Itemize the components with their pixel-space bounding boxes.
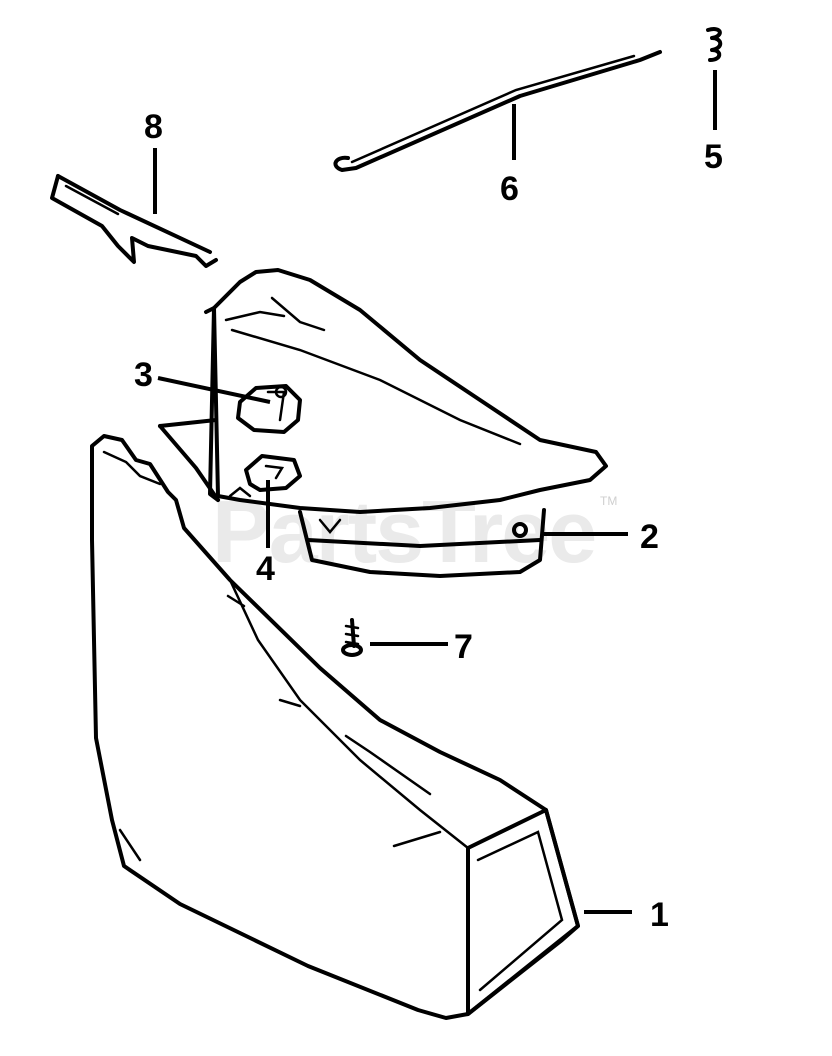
part-8-frame-wire <box>50 174 218 268</box>
part-3-latch-plate <box>236 384 302 434</box>
part-7-bolt <box>341 618 363 657</box>
watermark-trademark: TM <box>600 494 617 508</box>
callout-4: 4 <box>256 550 275 588</box>
callout-3: 3 <box>134 356 153 394</box>
part-1-grass-bag <box>90 434 580 1020</box>
callout-7: 7 <box>454 628 473 666</box>
leader-lines <box>153 70 717 914</box>
part-5-spring <box>706 27 723 62</box>
part-4-latch-clip <box>244 454 302 492</box>
callout-6: 6 <box>500 170 519 208</box>
callout-1: 1 <box>650 896 669 934</box>
part-6-rod <box>333 50 662 172</box>
part-2-chute-housing <box>158 268 608 578</box>
callout-8: 8 <box>144 108 163 146</box>
callout-2: 2 <box>640 518 659 556</box>
callout-5: 5 <box>704 138 723 176</box>
